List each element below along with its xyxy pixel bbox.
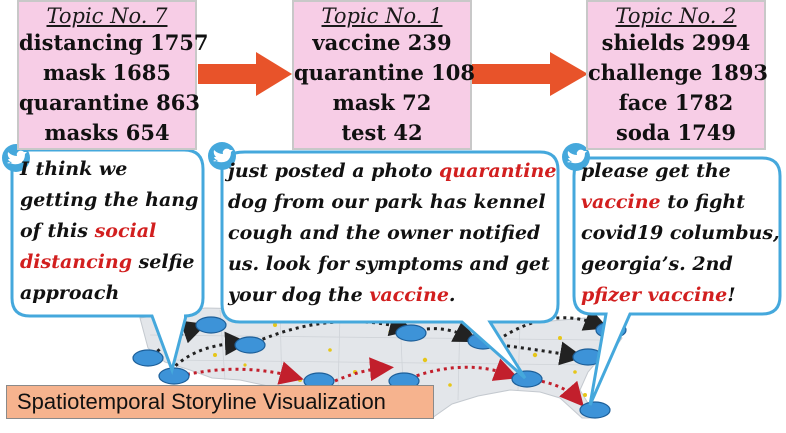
storyline-node [132,349,164,367]
storyline-node [395,324,427,342]
storyline-node [195,316,227,334]
storyline-paths-red [179,357,584,407]
keyword-highlight: social distancing [20,220,157,273]
topic-term: mask 1685 [43,60,171,85]
topic-term: mask 72 [332,90,432,115]
caption-label: Spatiotemporal Storyline Visualization [6,385,434,419]
topic-term: face 1782 [618,90,734,115]
twitter-bird-icon [2,144,30,172]
tweet-bubble-3 [572,156,782,406]
tweet-text-1: I think we getting the hang of this soci… [20,158,199,304]
topic-term: shields 2994 [601,30,751,55]
topic-box-7: Topic No. 7 distancing 1757 mask 1685 qu… [17,0,209,150]
topic-term: vaccine 239 [312,30,452,55]
topic-title: Topic No. 2 [615,4,737,28]
twitter-bird-icon [562,143,590,171]
storyline-node [234,336,266,354]
right-arrow-icon [472,52,588,96]
keyword-highlight: vaccine [581,191,661,213]
topic-term: quarantine 108 [294,60,475,85]
keyword-highlight: vaccine [369,284,449,306]
topic-term: test 42 [341,120,423,145]
twitter-bird-icon [208,142,236,170]
tweet-text-3: please get the vaccine to fight covid19 … [581,160,780,306]
storyline-node [511,370,543,388]
keyword-highlight: pfizer vaccine [581,284,728,306]
topic-term: masks 654 [44,120,170,145]
keyword-highlight: quarantine [438,160,557,182]
storyline-node [158,367,190,385]
topic-term: quarantine 863 [19,90,200,115]
topic-title: Topic No. 1 [321,4,443,28]
right-arrow-icon [198,52,292,96]
topic-box-1: Topic No. 1 vaccine 239 quarantine 108 m… [292,0,475,150]
topic-title: Topic No. 7 [46,4,168,28]
storyline-node [579,401,611,419]
topic-term: distancing 1757 [19,30,209,55]
topic-term: soda 1749 [616,120,736,145]
topic-box-2: Topic No. 2 shields 2994 challenge 1893 … [586,0,769,150]
topic-term: challenge 1893 [588,60,769,85]
tweet-text-2: just posted a photo quarantine dog from … [228,160,557,306]
